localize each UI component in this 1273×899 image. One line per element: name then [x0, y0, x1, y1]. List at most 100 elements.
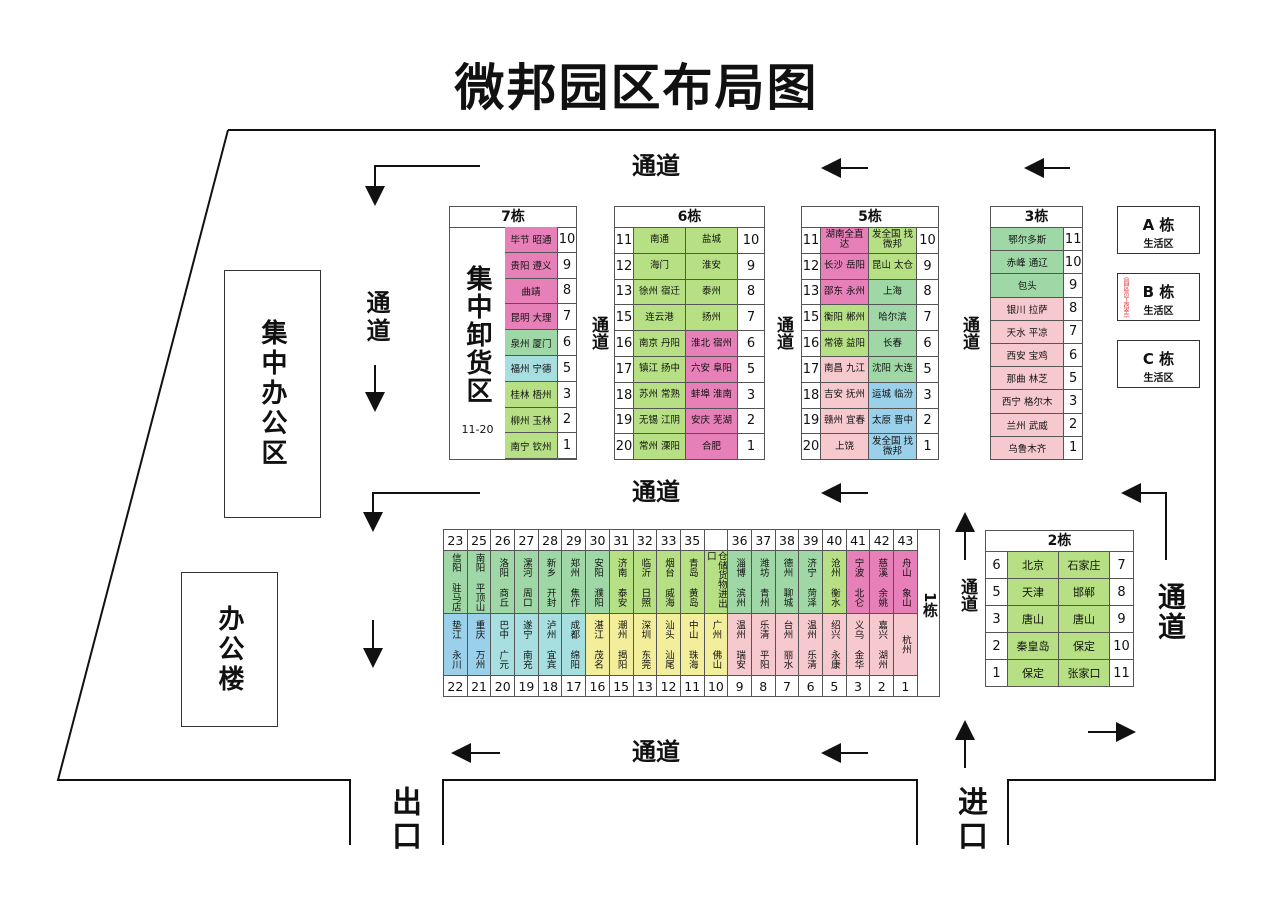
building-7-stall-number: 6	[562, 335, 572, 351]
building-3-stall: 兰州 武威	[991, 413, 1065, 436]
building-1-stall-number: 25	[467, 530, 492, 551]
channel-label-top: 通道	[632, 152, 680, 180]
building-5-stall-number-left: 19	[802, 408, 821, 434]
building-5-stall-number-left: 12	[802, 253, 821, 279]
building-1-stall-number: 27	[515, 530, 539, 551]
building-1-stall: 深圳 东莞	[633, 614, 658, 676]
building-1-stall-number: 41	[846, 530, 871, 551]
building-3-stall-number: 9	[1069, 277, 1078, 293]
building-1-stall: 汕头 汕尾	[657, 614, 681, 676]
building-6-stall-left: 镇江 扬中	[634, 356, 686, 382]
building-5-stall-number-left: 18	[802, 382, 821, 408]
exit-label: 出口	[386, 786, 421, 854]
building-1-stall: 重庆 万州	[467, 614, 492, 676]
building-6-stall-right: 盐城	[686, 228, 738, 253]
building-1-stall-number: 10	[705, 676, 729, 696]
building-1-stall-number: 28	[538, 530, 563, 551]
building-1-stall-number: 1	[894, 676, 918, 696]
building-1-stall-number: 35	[680, 530, 705, 551]
building-6-stall-right: 蚌埠 淮南	[686, 382, 738, 408]
channel-label-35: 通道	[959, 316, 979, 350]
building-6-stall-number-left: 18	[615, 382, 634, 408]
building-1-stall: 郑州 焦作	[562, 551, 587, 614]
building-5-stall-left: 常德 益阳	[821, 331, 869, 356]
building-1-stall-number: 11	[681, 676, 705, 696]
building-3-stall-number: 6	[1069, 347, 1078, 363]
building-7-stall: 昆明 大理	[505, 304, 558, 330]
building-2-stall-number-right: 7	[1117, 557, 1126, 573]
building-6-stall-right: 泰州	[686, 279, 738, 305]
building-7-stall: 曲靖	[505, 278, 558, 304]
building-7-stall: 柳州 玉林	[505, 407, 558, 433]
channel-label-67: 通道	[588, 316, 608, 350]
building-5-stall-left: 吉安 抚州	[821, 382, 869, 408]
building-1-stall: 绍兴 永康	[823, 614, 847, 676]
building-7-stall-number: 5	[562, 360, 572, 376]
building-7-stall-number: 10	[558, 231, 576, 247]
building-5-stall-right: 哈尔滨	[869, 305, 917, 331]
building-1-stall-number: 23	[444, 530, 468, 551]
building-6-stall-number-left: 20	[615, 434, 634, 460]
building-5-stall-number-left: 17	[802, 356, 821, 382]
building-1-stall-number: 3	[847, 676, 871, 696]
building-1-stall: 垫江 永川	[444, 614, 468, 676]
building-1-stall: 慈溪 余姚	[870, 551, 895, 614]
building-5-stall-right: 昆山 太仓	[869, 253, 917, 279]
building-2-stall-right: 邯郸	[1059, 579, 1110, 605]
building-3-stall-number: 2	[1069, 417, 1078, 433]
building-2-stall-number-right: 9	[1117, 611, 1126, 627]
building-6-stall-number-left: 15	[615, 305, 634, 331]
building-2-title: 2栋	[986, 531, 1133, 552]
building-1-stall-number: 2	[870, 676, 895, 696]
building-6-stall-right: 合肥	[686, 434, 738, 460]
office-building-label: 办公楼	[214, 604, 244, 695]
building-6-stall-number-right: 2	[746, 413, 756, 429]
building-6-stall-left: 无锡 江阴	[634, 408, 686, 434]
building-6-stall-number-right: 6	[746, 336, 756, 352]
building-7-stall: 泉州 厦门	[505, 330, 558, 355]
building-2-stall-number-right: 8	[1117, 584, 1126, 600]
living-c-name: C 栋	[1142, 350, 1175, 368]
building-2-stall-left: 北京	[1008, 552, 1059, 578]
building-1-stall-number: 43	[894, 530, 918, 551]
building-1-stall-number: 22	[444, 676, 468, 696]
building-7-stall-number: 1	[562, 438, 572, 454]
building-1-stall: 台州 丽水	[775, 614, 800, 676]
building-3-stall-number: 5	[1069, 370, 1078, 386]
building-5-stall-left: 衡阳 郴州	[821, 305, 869, 331]
building-5-stall-number-left: 11	[802, 228, 821, 253]
living-c: C 栋 生活区	[1117, 340, 1200, 388]
channel-label-56: 通道	[773, 316, 793, 350]
building-5-stall-number-right: 6	[923, 336, 932, 352]
building-3-stall-number: 3	[1069, 393, 1078, 409]
building-1-stall: 温州 乐清	[799, 614, 823, 676]
building-6-stall-number-left: 11	[615, 228, 634, 253]
building-3-title: 3栋	[991, 207, 1082, 228]
office-center-area: 集中办公区	[224, 270, 321, 518]
arrow-right-up	[1121, 483, 1167, 560]
building-7-stall: 贵阳 遵义	[505, 252, 558, 278]
building-1-stall-number: 33	[657, 530, 681, 551]
building-2-stall-number-left: 5	[986, 579, 1008, 605]
building-1-stall-number	[704, 530, 729, 551]
building-6-stall-left: 海门	[634, 253, 686, 279]
